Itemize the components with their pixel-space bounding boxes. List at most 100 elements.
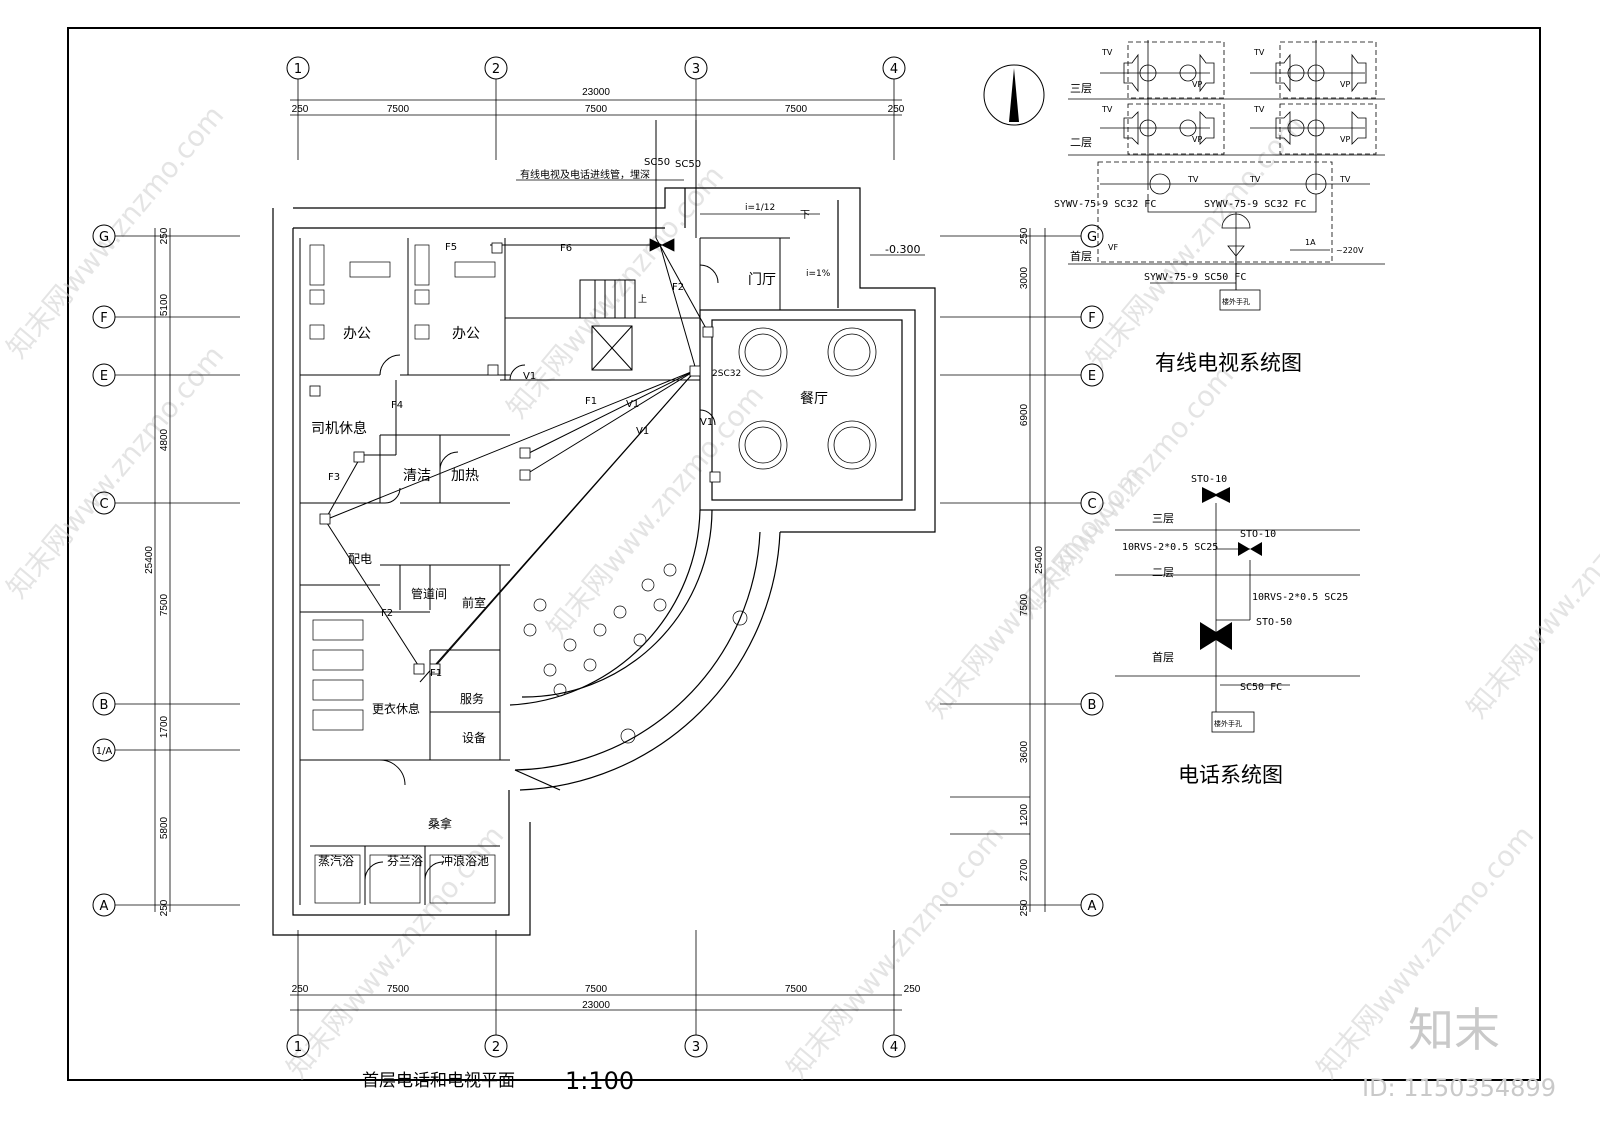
brand-logo: 知末 (1408, 1003, 1500, 1057)
tv-cable-label: SYWV-75-9 SC32 FC (1204, 199, 1306, 210)
room-label: 餐厅 (800, 391, 828, 407)
dim-left-span: 1700 (159, 715, 170, 738)
wire-labels: F1 F1 F2 F2 F3 F4 F5 F6 V1 V1 V1 V1 (328, 242, 713, 679)
phone-cable-label: 10RVS-2*0.5 SC25 (1122, 542, 1218, 553)
slope-label: i=1/12 (745, 203, 775, 213)
down-label: 下 (800, 210, 810, 221)
wire-label: F2 (672, 282, 684, 293)
conduit-label: SC50 (675, 159, 701, 170)
dim-right-span: 1200 (1019, 803, 1030, 826)
fuse-label: 1A (1305, 238, 1316, 247)
axis-row-label: A (1088, 899, 1097, 914)
room-label: 管道间 (411, 586, 447, 601)
tv-outlet-label: TV (1187, 175, 1199, 184)
floor-label: 首层 (1152, 650, 1174, 664)
dim-bottom-span: 7500 (785, 984, 808, 995)
furniture (309, 244, 496, 904)
tv-outlet-label: TV (1101, 105, 1113, 114)
axis-row-label: G (99, 230, 109, 245)
dim-right-total: 25400 (1034, 546, 1045, 574)
dim-top-span: 7500 (585, 104, 608, 115)
outdoor-box-label: 楼外手孔 (1222, 297, 1250, 306)
dim-left-span: 250 (159, 899, 170, 916)
dim-top-span: 7500 (387, 104, 410, 115)
axis-col-label: 4 (890, 62, 898, 77)
room-label: 服务 (460, 691, 484, 706)
room-label: 桑拿 (428, 816, 452, 831)
power-label: ~220V (1336, 246, 1364, 255)
dim-bottom-edge: 250 (904, 984, 921, 995)
floor-label: 二层 (1070, 136, 1092, 149)
room-label: 司机休息 (311, 420, 367, 437)
asset-id-label: ID: 1150354899 (1362, 1074, 1556, 1102)
tv-system-diagram: TV TV TV TV TV TV TV VP VP VP VP VF SYWV… (1054, 40, 1385, 375)
floor-label: 二层 (1152, 566, 1174, 579)
tv-outlet-label: TV (1253, 105, 1265, 114)
phone-system-title: 电话系统图 (1178, 763, 1283, 787)
dining-tables (738, 327, 877, 470)
wire-label: F4 (391, 400, 403, 411)
watermark: 知末网www.znzmo.com (0, 99, 230, 364)
axis-row-label: 1/A (96, 746, 113, 757)
dim-left-total: 25400 (144, 546, 155, 574)
axis-col-label: 2 (492, 62, 500, 77)
floor-label: 三层 (1152, 512, 1174, 525)
axis-row-label: F (100, 311, 107, 326)
watermark: 知末网www.znzmo.com (0, 339, 230, 604)
axis-col-label: 1 (294, 1040, 302, 1055)
axis-row-label: G (1087, 230, 1097, 245)
phone-box-label: STO-50 (1256, 617, 1292, 628)
room-label: 加热 (451, 468, 479, 484)
axis-labels: 1 2 3 4 1 2 3 4 G F E C B 1/A A G F E C … (96, 62, 1097, 1055)
sheet-frame (67, 27, 1541, 1081)
phone-box-icon (1200, 622, 1232, 650)
phone-box-label: STO-10 (1191, 474, 1227, 485)
room-label: 芬兰浴 (387, 854, 423, 868)
phone-cable-label: SC50 FC (1240, 682, 1282, 693)
axis-row-label: C (1087, 497, 1096, 512)
phone-box-icon (1238, 542, 1262, 556)
room-label: 设备 (462, 731, 486, 745)
vf-label: VF (1108, 243, 1118, 252)
incoming-line-note: 有线电视及电话进线管，埋深 (520, 168, 650, 181)
tv-outlet-label: TV (1253, 48, 1265, 57)
dim-right-span: 250 (1019, 227, 1030, 244)
dim-right-span: 6900 (1019, 403, 1030, 426)
wire-label: F3 (328, 472, 340, 483)
room-label: 更衣休息 (372, 701, 420, 716)
dim-bottom-total: 23000 (582, 1000, 610, 1011)
axis-row-label: E (1088, 369, 1096, 384)
floor-label: 首层 (1070, 249, 1092, 263)
dim-left-span: 5800 (159, 816, 170, 839)
axis-col-label: 1 (294, 62, 302, 77)
phone-system-diagram: STO-10 STO-10 STO-50 10RVS-2*0.5 SC25 10… (1115, 474, 1360, 787)
dim-right-span: 2700 (1019, 858, 1030, 881)
axis-row-label: A (100, 899, 109, 914)
axis-col-label: 3 (692, 1040, 700, 1055)
wire-label: F5 (445, 242, 457, 253)
axis-row-label: B (1088, 698, 1097, 713)
north-arrow-icon (983, 64, 1045, 126)
conduit-label: SC50 (644, 157, 670, 168)
axis-row-label: F (1088, 311, 1095, 326)
interior-walls (299, 237, 790, 905)
axis-lines (115, 79, 1081, 1035)
plan-title: 首层电话和电视平面 (362, 1071, 515, 1091)
tv-system-title: 有线电视系统图 (1155, 351, 1302, 375)
wire-label: F1 (585, 396, 597, 407)
dim-bottom-edge: 250 (292, 984, 309, 995)
axis-col-label: 4 (890, 1040, 898, 1055)
vp-label: VP (1340, 135, 1350, 144)
level-label: -0.300 (885, 243, 920, 256)
conduit-label: 2SC32 (712, 369, 741, 379)
wire-label: F6 (560, 243, 572, 254)
wiring-outlets (309, 238, 721, 675)
room-label: 蒸汽浴 (318, 853, 354, 868)
room-label: 门厅 (748, 272, 776, 288)
up-label: 上 (638, 294, 647, 305)
dim-bottom-span: 7500 (387, 984, 410, 995)
dimension-text: 23000 250 7500 7500 7500 250 250 7500 75… (144, 87, 1045, 1011)
dim-right-span: 3000 (1019, 266, 1030, 289)
phone-box-icon (1202, 487, 1230, 503)
